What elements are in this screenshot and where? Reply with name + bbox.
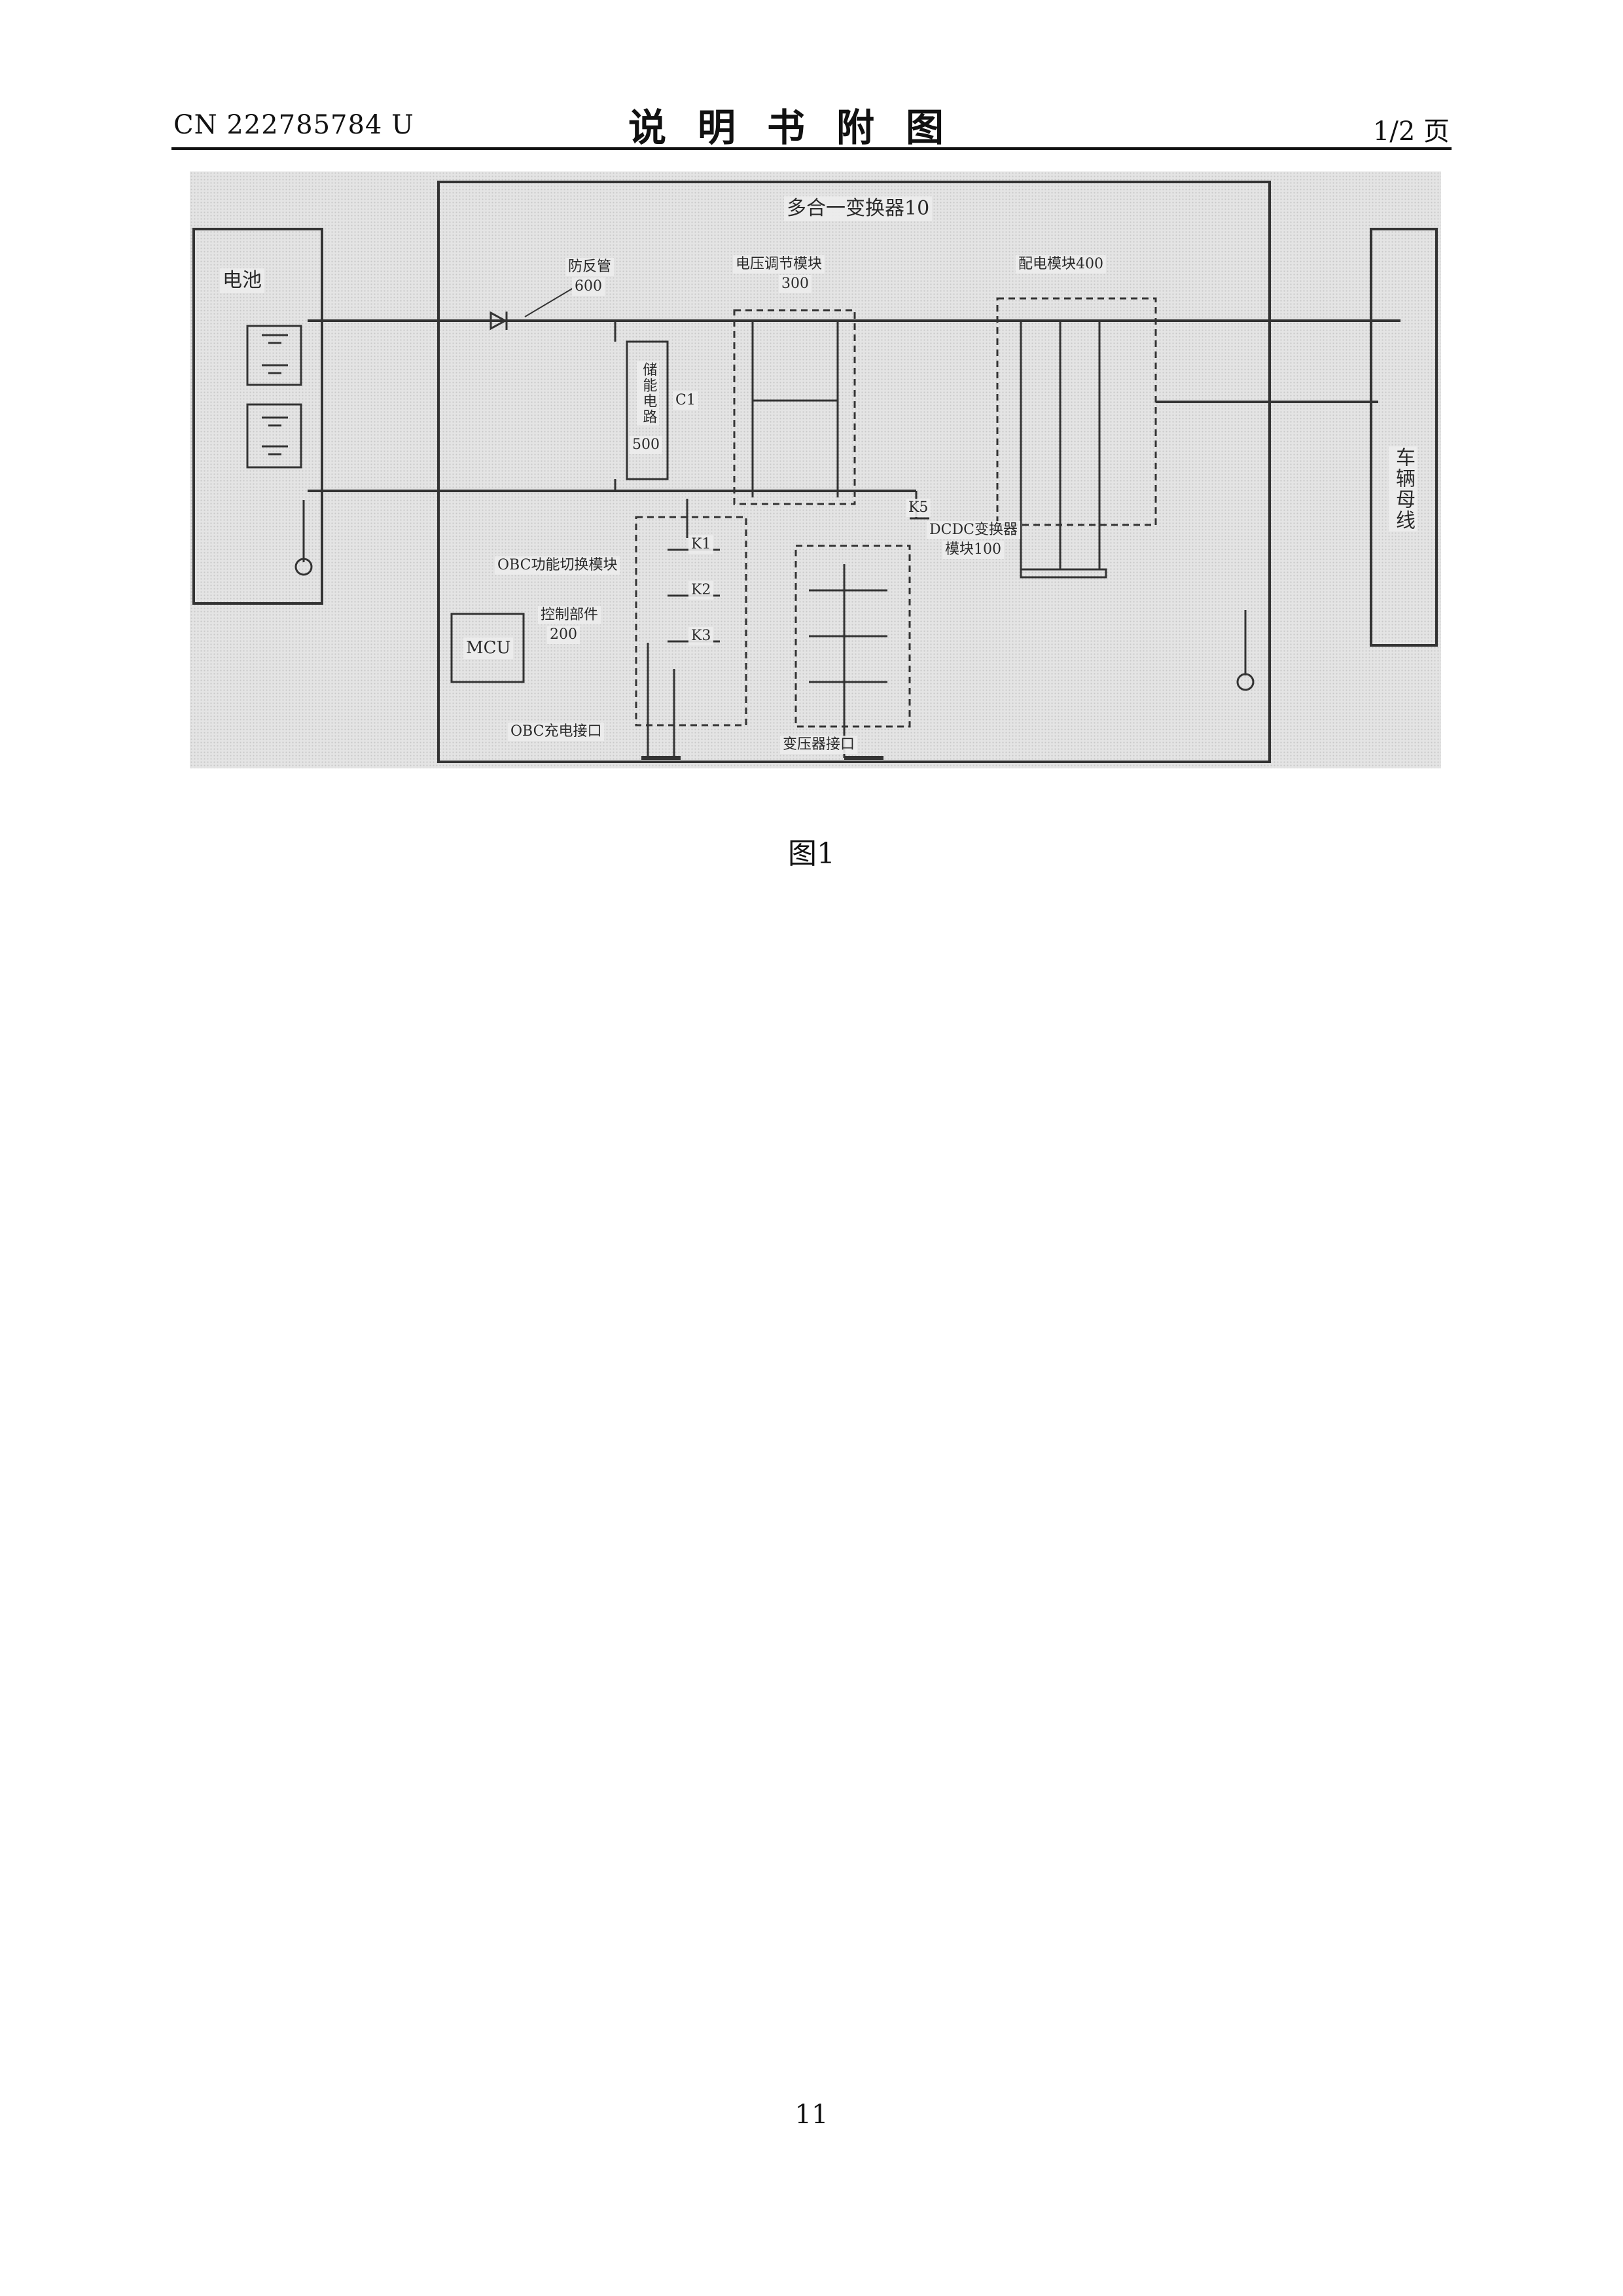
control-number: 200	[547, 626, 580, 644]
page-number: 11	[0, 2100, 1623, 2130]
distribution-label: 配电模块400	[1016, 255, 1106, 274]
page-title: 说明书附图	[628, 97, 975, 152]
voltage-module-number: 300	[779, 275, 812, 293]
boost-port-label: 变压器接口	[780, 736, 857, 754]
bus-label: 车辆母线	[1389, 446, 1418, 531]
diode-label: 防反管	[565, 258, 614, 276]
dcdc-label: DCDC变换器	[927, 521, 1020, 539]
figure-caption: 图1	[0, 830, 1623, 872]
converter-title: 多合一变换器10	[784, 196, 932, 221]
bus-box	[1371, 229, 1436, 645]
switch-k3-label: K3	[688, 627, 713, 645]
storage-number: 500	[630, 436, 662, 454]
diode-number: 600	[572, 278, 605, 296]
switch-k1-label: K1	[688, 535, 713, 554]
header-rule	[171, 147, 1452, 150]
voltage-module-label: 电压调节模块	[733, 255, 825, 274]
switch-k5-label: K5	[906, 499, 931, 517]
dcdc-number: 模块100	[942, 541, 1004, 559]
battery-label: 电池	[220, 268, 264, 293]
capacitor-label: C1	[673, 391, 698, 410]
circuit-diagram: 多合一变换器10 电池 防反管 600 电压调节模块 300 配电模块400 储…	[190, 171, 1441, 768]
page-indicator: 1/2 页	[1373, 110, 1450, 148]
mcu-label: MCU	[463, 637, 513, 659]
storage-label: 储能电路	[637, 361, 659, 425]
obc-module-label: OBC功能切换模块	[495, 556, 620, 575]
control-label: 控制部件	[538, 606, 601, 624]
obc-port-label: OBC充电接口	[508, 723, 604, 741]
publication-number: CN 222785784 U	[173, 110, 414, 140]
switch-k2-label: K2	[688, 581, 713, 600]
